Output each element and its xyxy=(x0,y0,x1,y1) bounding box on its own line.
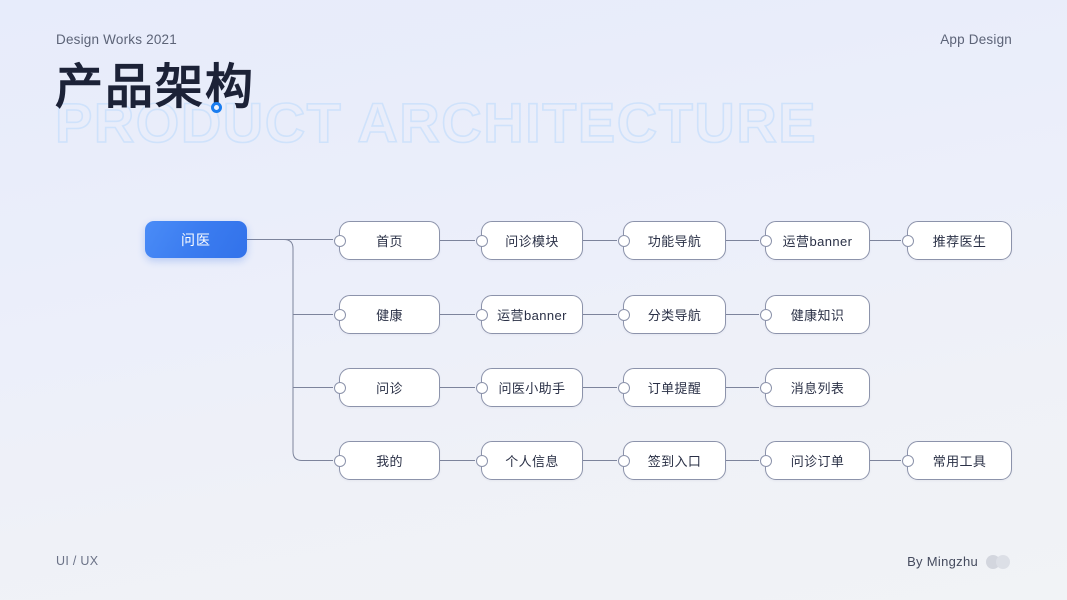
footer-author-label: By Mingzhu xyxy=(907,554,978,569)
node-port-dot-icon xyxy=(618,381,630,394)
node-label: 订单提醒 xyxy=(647,381,702,396)
node-label: 签到入口 xyxy=(647,454,702,469)
node-port-dot-icon xyxy=(334,381,346,394)
brand-mark-icon xyxy=(986,554,1012,569)
tree-node-r4-c4[interactable]: 问诊订单 xyxy=(760,441,870,480)
tree-node-r2-c2[interactable]: 运营banner xyxy=(476,295,583,334)
tree-node-r1-c5[interactable]: 推荐医生 xyxy=(902,221,1012,260)
node-label: 首页 xyxy=(376,234,403,249)
node-port-dot-icon xyxy=(334,234,346,247)
ghost-title-outline: PRODUCT ARCHITECTURE xyxy=(54,91,818,154)
tree-node-r4-c1[interactable]: 我的 xyxy=(334,441,440,480)
node-port-dot-icon xyxy=(476,234,488,247)
tree-node-r2-c1[interactable]: 健康 xyxy=(334,295,440,334)
node-port-dot-icon xyxy=(760,234,772,247)
node-label: 个人信息 xyxy=(505,454,559,469)
node-port-dot-icon xyxy=(618,308,630,321)
node-label: 问医 xyxy=(181,231,211,248)
node-label: 推荐医生 xyxy=(932,234,987,249)
node-port-dot-icon xyxy=(902,454,914,467)
node-port-dot-icon xyxy=(902,234,914,247)
node-label: 分类导航 xyxy=(647,308,702,323)
tree-node-r4-c3[interactable]: 签到入口 xyxy=(618,441,726,480)
node-port-dot-icon xyxy=(760,381,772,394)
node-port-dot-icon xyxy=(476,454,488,467)
node-label: 运营banner xyxy=(782,234,853,249)
node-label: 运营banner xyxy=(497,308,567,323)
node-port-dot-icon xyxy=(618,234,630,247)
node-port-dot-icon xyxy=(476,308,488,321)
node-port-dot-icon xyxy=(476,381,488,394)
tree-node-r4-c2[interactable]: 个人信息 xyxy=(476,441,583,480)
node-port-dot-icon xyxy=(760,454,772,467)
node-label: 问诊订单 xyxy=(790,454,845,469)
node-port-dot-icon xyxy=(334,454,346,467)
node-label: 功能导航 xyxy=(647,234,702,249)
tree-node-r3-c2[interactable]: 问医小助手 xyxy=(476,368,583,407)
tree-node-r3-c3[interactable]: 订单提醒 xyxy=(618,368,726,407)
node-label: 问诊 xyxy=(376,381,403,396)
node-port-dot-icon xyxy=(334,308,346,321)
tree-node-r1-c2[interactable]: 问诊模块 xyxy=(476,221,583,260)
header-right-label: App Design xyxy=(940,32,1012,47)
tree-node-root[interactable]: 问医 xyxy=(145,221,247,258)
header-left-label: Design Works 2021 xyxy=(56,32,177,47)
connector-trunk xyxy=(283,239,294,452)
node-label: 健康知识 xyxy=(790,308,845,323)
tree-node-r1-c3[interactable]: 功能导航 xyxy=(618,221,726,260)
tree-node-r1-c1[interactable]: 首页 xyxy=(334,221,440,260)
connector-branch-row4 xyxy=(292,451,333,461)
node-label: 健康 xyxy=(376,308,403,323)
node-label: 问医小助手 xyxy=(498,381,566,396)
tree-node-r2-c3[interactable]: 分类导航 xyxy=(618,295,726,334)
footer-left-label: UI / UX xyxy=(56,554,99,568)
tree-node-r4-c5[interactable]: 常用工具 xyxy=(902,441,1012,480)
footer-right: By Mingzhu xyxy=(907,554,1012,569)
node-label: 常用工具 xyxy=(932,454,987,469)
node-label: 我的 xyxy=(376,454,403,469)
tree-node-r3-c1[interactable]: 问诊 xyxy=(334,368,440,407)
tree-node-r3-c4[interactable]: 消息列表 xyxy=(760,368,870,407)
node-label: 问诊模块 xyxy=(505,234,559,249)
tree-node-r1-c4[interactable]: 运营banner xyxy=(760,221,870,260)
title-block: PRODUCT ARCHITECTURE 产品架构 xyxy=(54,61,816,172)
tree-node-r2-c4[interactable]: 健康知识 xyxy=(760,295,870,334)
accent-dot-icon xyxy=(211,102,222,113)
node-port-dot-icon xyxy=(618,454,630,467)
node-port-dot-icon xyxy=(760,308,772,321)
node-label: 消息列表 xyxy=(790,381,845,396)
